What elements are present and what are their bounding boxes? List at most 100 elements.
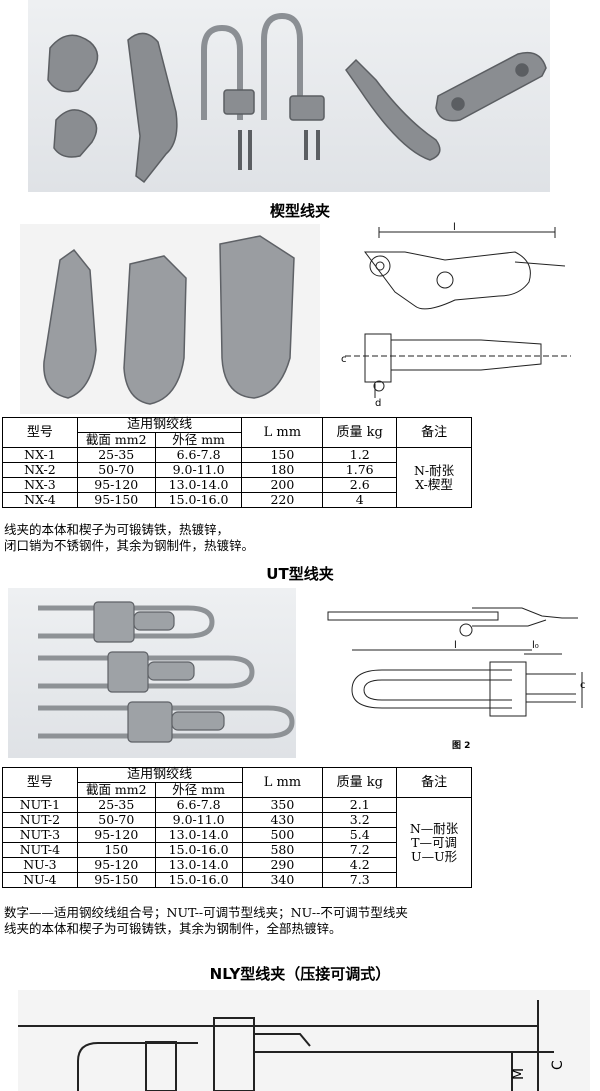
cell-diameter: 6.6-7.8: [154, 447, 243, 463]
cell-mass: 2.1: [322, 797, 398, 813]
cell-diameter: 13.0-14.0: [154, 857, 243, 873]
cell-model: NU-3: [2, 857, 78, 873]
header-model: 型号: [2, 767, 78, 798]
header-strand: 适用钢绞线: [76, 767, 243, 783]
cell-cross: 95-150: [76, 492, 156, 508]
hardware-photo-illustration: [47, 12, 547, 184]
table-row: NX-1 25-35 6.6-7.8 150 1.2 N-耐张 X-楔型: [2, 447, 472, 508]
wedge-clamp-photo: [20, 224, 320, 414]
cell-diameter: 6.6-7.8: [154, 797, 243, 813]
cell-model: NX-4: [2, 492, 78, 508]
cell-length: 150: [241, 447, 324, 463]
cell-remark: N-耐张 X-楔型: [396, 447, 472, 508]
cell-length: 500: [241, 827, 324, 843]
cell-cross: 50-70: [76, 462, 156, 478]
ut-clamp-photo-illustration: [38, 601, 295, 743]
table-row: NUT-1 25-35 6.6-7.8 350 2.1 N—耐张 T—可调 U—…: [2, 797, 472, 888]
cell-remark: N—耐张 T—可调 U—U形: [396, 797, 472, 888]
cell-model: NUT-1: [2, 797, 78, 813]
cell-model: NUT-3: [2, 827, 78, 843]
ut-clamp-note-1: 数字——适用钢绞线组合号；NUT--可调节型线夹；NU--不可调节型线夹: [4, 905, 408, 920]
cell-mass: 1.2: [322, 447, 398, 463]
wedge-clamp-note-2: 闭口销为不锈钢件，其余为钢制件，热镀锌。: [4, 538, 255, 553]
cell-model: NX-3: [2, 477, 78, 493]
cell-mass: 1.76: [322, 462, 398, 478]
cell-mass: 5.4: [322, 827, 398, 843]
table-row: NX-4 95-150 15.0-16.0 220 4: [2, 492, 472, 508]
dim-label-l: l: [453, 222, 456, 233]
dim-label-c: c: [341, 354, 347, 365]
ut-clamp-drawing: l l₀ c 图 2: [327, 607, 586, 751]
section-heading-nly-clamp: NLY型线夹（压接可调式）: [209, 965, 391, 983]
wedge-clamp-note-1: 线夹的本体和楔子为可锻铸铁，热镀锌，: [4, 522, 230, 537]
remark-line: N—耐张: [409, 820, 459, 836]
header-cross-section: 截面 mm2: [76, 432, 156, 448]
cell-mass: 4.2: [322, 857, 398, 873]
cell-diameter: 9.0-11.0: [154, 462, 243, 478]
header-length: L mm: [241, 417, 324, 448]
cell-cross: 95-120: [76, 857, 156, 873]
nly-clamp-drawing-svg: M C: [18, 1000, 566, 1091]
ut-clamp-photo: [8, 588, 296, 758]
header-model: 型号: [2, 417, 78, 448]
cell-mass: 3.2: [322, 812, 398, 828]
cell-diameter: 15.0-16.0: [154, 492, 243, 508]
cell-length: 580: [241, 842, 324, 858]
cell-cross: 95-120: [76, 477, 156, 493]
cell-mass: 2.6: [322, 477, 398, 493]
product-photo-top: [28, 0, 550, 192]
header-remark: 备注: [396, 767, 472, 798]
cell-length: 290: [241, 857, 324, 873]
cell-length: 340: [241, 872, 324, 888]
cell-diameter: 13.0-14.0: [154, 827, 243, 843]
header-length: L mm: [241, 767, 324, 798]
figure-label: 图 2: [452, 740, 470, 751]
header-diameter: 外径 mm: [154, 782, 243, 798]
cell-length: 350: [241, 797, 324, 813]
wedge-clamp-photo-illustration: [43, 235, 295, 405]
cell-length: 200: [241, 477, 324, 493]
table-row: NUT-2 50-70 9.0-11.0 430 3.2: [2, 812, 472, 828]
cell-cross: 25-35: [76, 447, 156, 463]
cell-diameter: 13.0-14.0: [154, 477, 243, 493]
wedge-clamp-drawing: l c d: [341, 222, 571, 408]
cell-diameter: 9.0-11.0: [154, 812, 243, 828]
header-mass: 质量 kg: [322, 417, 398, 448]
remark-line: X-楔型: [415, 476, 453, 492]
remark-line: N-耐张: [413, 462, 455, 478]
cell-mass: 7.2: [322, 842, 398, 858]
cell-length: 180: [241, 462, 324, 478]
dim-label-l: l: [454, 640, 457, 651]
header-strand: 适用钢绞线: [76, 417, 243, 433]
ut-clamp-note-2: 线夹的本体和楔子为可锻铸铁，其余为钢制件，全部热镀锌。: [4, 921, 342, 936]
cell-cross: 95-150: [76, 872, 156, 888]
cell-cross: 25-35: [76, 797, 156, 813]
header-remark: 备注: [396, 417, 472, 448]
cell-model: NX-1: [2, 447, 78, 463]
wedge-clamp-spec-table: 型号 适用钢绞线 L mm 质量 kg 备注 截面 mm2 外径 mm NX-1…: [2, 417, 472, 508]
cell-length: 430: [241, 812, 324, 828]
section-heading-wedge-clamp: 楔型线夹: [269, 202, 330, 220]
section-heading-ut-clamp: UT型线夹: [266, 565, 334, 583]
cell-diameter: 15.0-16.0: [154, 842, 243, 858]
table-row: NU-4 95-150 15.0-16.0 340 7.3: [2, 872, 472, 888]
header-cross-section: 截面 mm2: [76, 782, 156, 798]
cell-model: NX-2: [2, 462, 78, 478]
cell-cross: 50-70: [76, 812, 156, 828]
cell-model: NUT-4: [2, 842, 78, 858]
cell-model: NU-4: [2, 872, 78, 888]
table-row: NU-3 95-120 13.0-14.0 290 4.2: [2, 857, 472, 873]
cell-model: NUT-2: [2, 812, 78, 828]
table-row: NUT-4 150 15.0-16.0 580 7.2: [2, 842, 472, 858]
dim-label-m: M: [511, 1068, 527, 1080]
header-diameter: 外径 mm: [154, 432, 243, 448]
remark-line: T—可调: [411, 834, 457, 850]
cell-mass: 4: [322, 492, 398, 508]
header-mass: 质量 kg: [322, 767, 398, 798]
cell-cross: 150: [76, 842, 156, 858]
dim-label-d: d: [375, 398, 381, 408]
cell-length: 220: [241, 492, 324, 508]
nly-clamp-drawing: M C: [18, 990, 590, 1091]
cell-mass: 7.3: [322, 872, 398, 888]
cell-diameter: 15.0-16.0: [154, 872, 243, 888]
